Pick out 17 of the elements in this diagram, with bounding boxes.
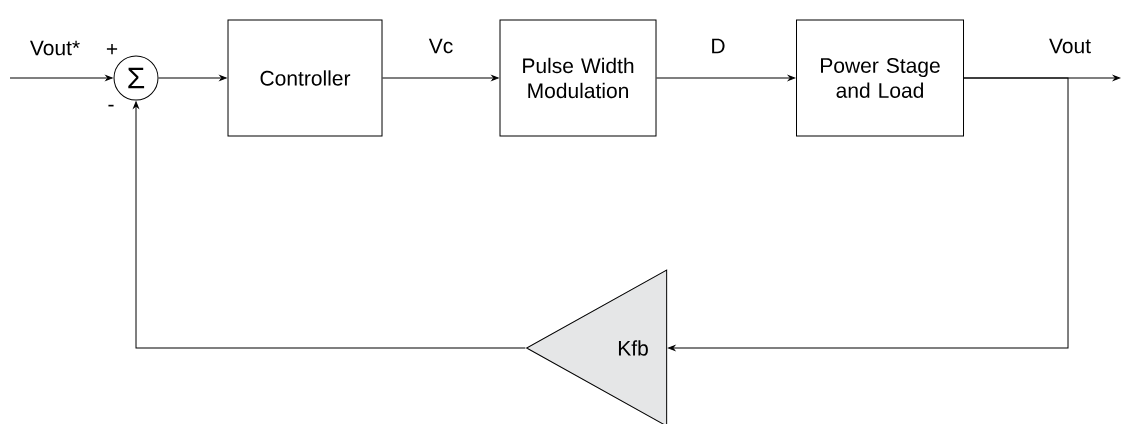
sign-label: -: [108, 104, 114, 107]
signal-label: Vout*: [30, 40, 80, 56]
signal-label: Vc: [428, 38, 453, 54]
arrow: [668, 77, 1069, 351]
arrow: [133, 101, 526, 349]
signal-label: Vout: [1049, 38, 1091, 54]
gain-triangle: Kfb: [526, 269, 668, 424]
arrow: [382, 75, 499, 81]
block-box: Controller: [227, 19, 383, 137]
signal-label: D: [712, 38, 725, 54]
arrow: [9, 75, 113, 81]
summing-junction: Σ: [113, 55, 159, 101]
sign-label: +: [106, 43, 118, 55]
arrow: [656, 75, 796, 81]
block-box: Power Stage and Load: [796, 19, 964, 137]
block-box: Pulse Width Modulation: [499, 19, 657, 137]
arrow: [158, 75, 227, 81]
